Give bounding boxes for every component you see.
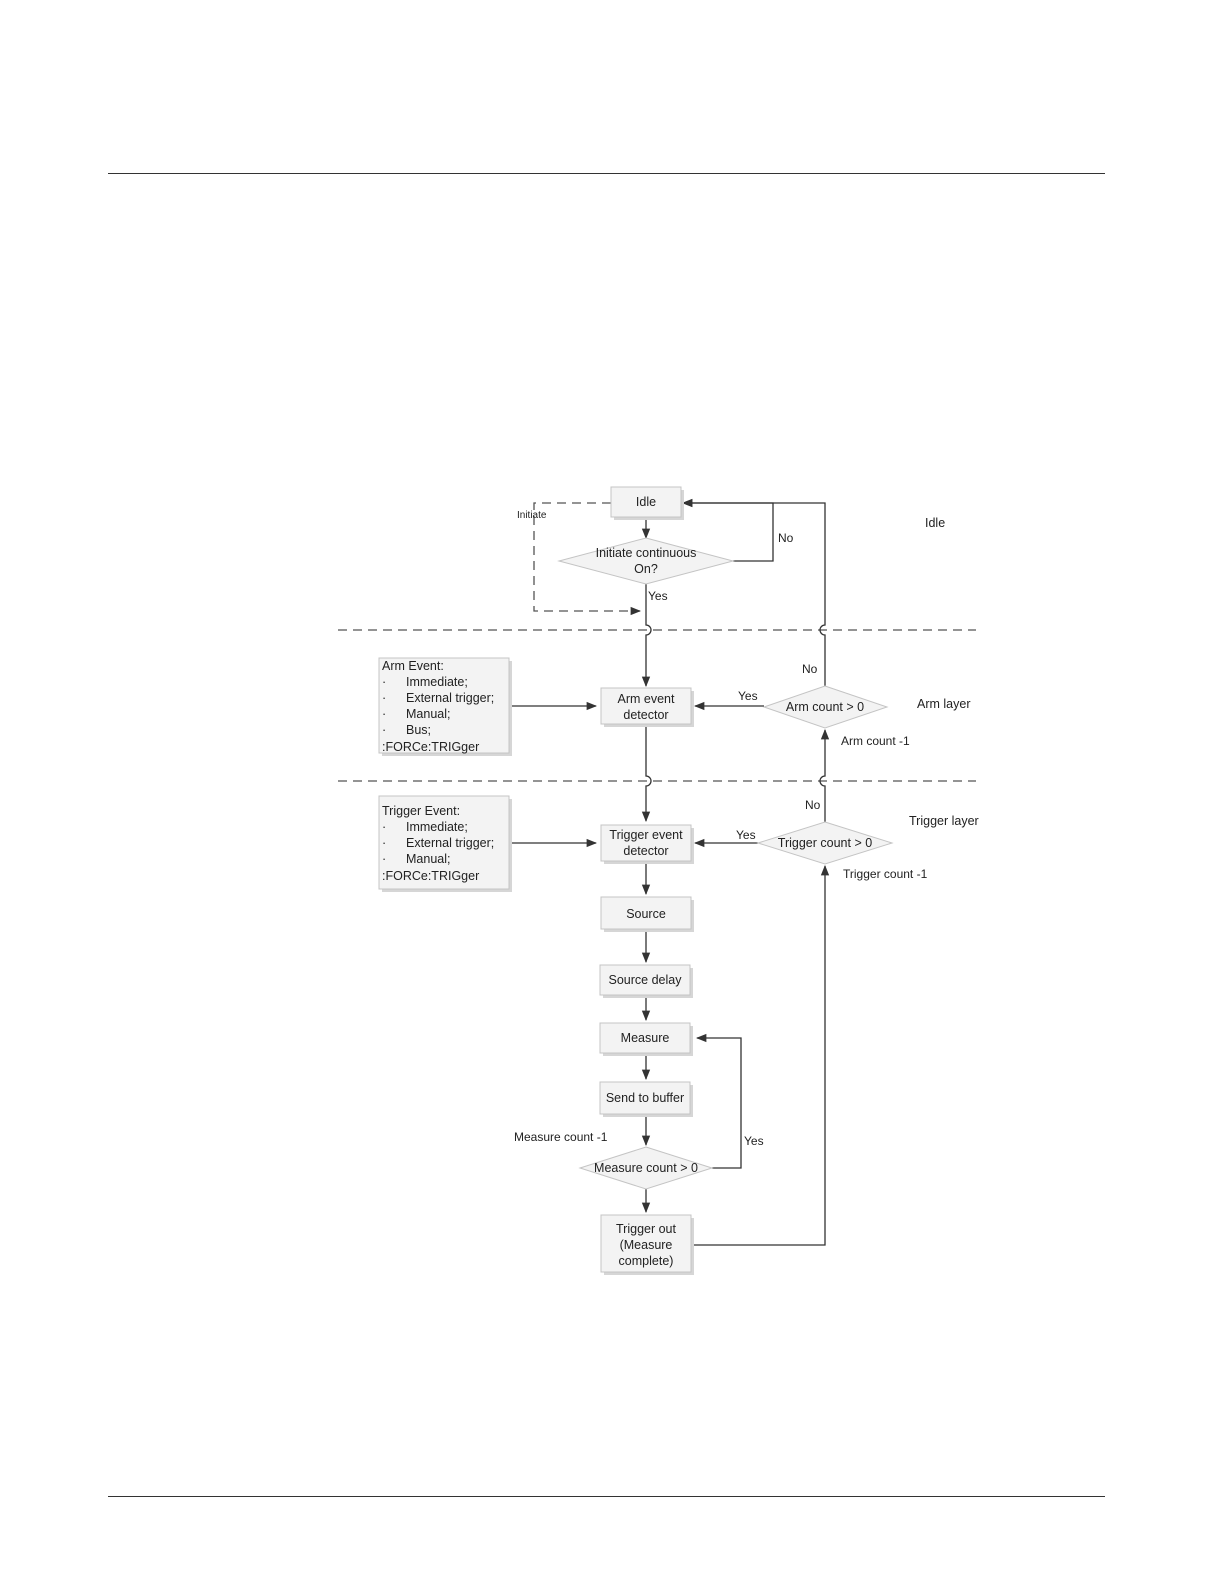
arm-event-title: Arm Event: bbox=[382, 659, 444, 673]
edge-trigger-out-to-trigger-count bbox=[692, 864, 830, 1246]
idle-node-label: Idle bbox=[636, 495, 656, 509]
edge-initiate-yes bbox=[641, 584, 652, 688]
arm-event-list-box: Arm Event: · Immediate; · External trigg… bbox=[378, 657, 512, 756]
trigger-count-yes-label: Yes bbox=[736, 828, 756, 842]
send-to-buffer-label: Send to buffer bbox=[606, 1091, 684, 1105]
trigger-layer-label: Trigger layer bbox=[909, 814, 979, 828]
trigger-event-item-2: External trigger; bbox=[406, 836, 494, 850]
initiate-no-label: No bbox=[778, 531, 794, 545]
measure-count-yes-label: Yes bbox=[744, 1134, 764, 1148]
initiate-continuous-decision: Initiate continuous On? bbox=[557, 537, 735, 585]
trigger-out-node: Trigger out (Measure complete) bbox=[600, 1214, 694, 1275]
arm-event-item-4: Bus; bbox=[406, 723, 431, 737]
arm-count-yes-label: Yes bbox=[738, 689, 758, 703]
arm-layer-label: Arm layer bbox=[917, 697, 970, 711]
trigger-event-list-box: Trigger Event: · Immediate; · External t… bbox=[378, 795, 512, 892]
trigger-event-bullet-1: · bbox=[382, 820, 386, 834]
measure-label: Measure bbox=[621, 1031, 670, 1045]
trigger-count-decrement-label: Trigger count -1 bbox=[843, 867, 928, 881]
source-node: Source bbox=[600, 896, 694, 932]
arm-event-item-1: Immediate; bbox=[406, 675, 468, 689]
trigger-out-label-line2: (Measure bbox=[620, 1238, 673, 1252]
edge-arm-count-no bbox=[681, 498, 826, 686]
arm-count-decision: Arm count > 0 bbox=[762, 685, 889, 729]
trigger-event-bullet-3: · bbox=[382, 852, 386, 866]
measure-count-decrement-label: Measure count -1 bbox=[514, 1130, 608, 1144]
arm-event-bullet-4: · bbox=[382, 723, 386, 737]
trigger-event-detector-node: Trigger event detector bbox=[600, 824, 694, 864]
arm-event-detector-label-line1: Arm event bbox=[618, 692, 675, 706]
arm-event-item-3: Manual; bbox=[406, 707, 450, 721]
measure-node: Measure bbox=[599, 1022, 693, 1056]
edge-trigger-count-no bbox=[819, 728, 830, 822]
trigger-event-bullet-2: · bbox=[382, 836, 386, 850]
idle-layer-label: Idle bbox=[925, 516, 945, 530]
arm-event-bullet-3: · bbox=[382, 707, 386, 721]
measure-count-label: Measure count > 0 bbox=[594, 1161, 698, 1175]
measure-count-decision: Measure count > 0 bbox=[578, 1146, 714, 1190]
trigger-count-label: Trigger count > 0 bbox=[778, 836, 872, 850]
source-label: Source bbox=[626, 907, 666, 921]
trigger-count-no-label: No bbox=[805, 798, 821, 812]
initiate-continuous-label-line2: On? bbox=[634, 562, 658, 576]
initiate-edge-label: Initiate bbox=[517, 510, 547, 521]
trigger-event-detector-label-line2: detector bbox=[623, 844, 668, 858]
footer-rule bbox=[108, 1496, 1105, 1497]
trigger-event-footer: :FORCe:TRIGger bbox=[382, 869, 479, 883]
arm-count-label: Arm count > 0 bbox=[786, 700, 864, 714]
source-delay-node: Source delay bbox=[599, 964, 693, 998]
initiate-continuous-label-line1: Initiate continuous bbox=[596, 546, 697, 560]
arm-event-detector-node: Arm event detector bbox=[600, 687, 694, 727]
arm-event-detector-label-line2: detector bbox=[623, 708, 668, 722]
arm-event-bullet-1: · bbox=[382, 675, 386, 689]
header-rule bbox=[108, 173, 1105, 174]
arm-event-footer: :FORCe:TRIGger bbox=[382, 740, 479, 754]
send-to-buffer-node: Send to buffer bbox=[599, 1081, 693, 1117]
source-delay-label: Source delay bbox=[609, 973, 683, 987]
trigger-event-item-3: Manual; bbox=[406, 852, 450, 866]
trigger-out-label-line3: complete) bbox=[619, 1254, 674, 1268]
arm-count-decrement-label: Arm count -1 bbox=[841, 734, 910, 748]
trigger-out-label-line1: Trigger out bbox=[616, 1222, 677, 1236]
edge-initiate-dashed bbox=[533, 502, 642, 616]
idle-node: Idle bbox=[610, 486, 684, 520]
arm-count-no-label: No bbox=[802, 662, 818, 676]
arm-event-item-2: External trigger; bbox=[406, 691, 494, 705]
arm-event-bullet-2: · bbox=[382, 691, 386, 705]
edge-arm-to-trigger-detector bbox=[641, 724, 652, 823]
trigger-count-decision: Trigger count > 0 bbox=[756, 821, 894, 865]
edge-measure-count-yes bbox=[695, 1033, 742, 1169]
initiate-yes-label: Yes bbox=[648, 589, 668, 603]
trigger-event-item-1: Immediate; bbox=[406, 820, 468, 834]
trigger-event-title: Trigger Event: bbox=[382, 804, 460, 818]
trigger-event-detector-label-line1: Trigger event bbox=[609, 828, 683, 842]
